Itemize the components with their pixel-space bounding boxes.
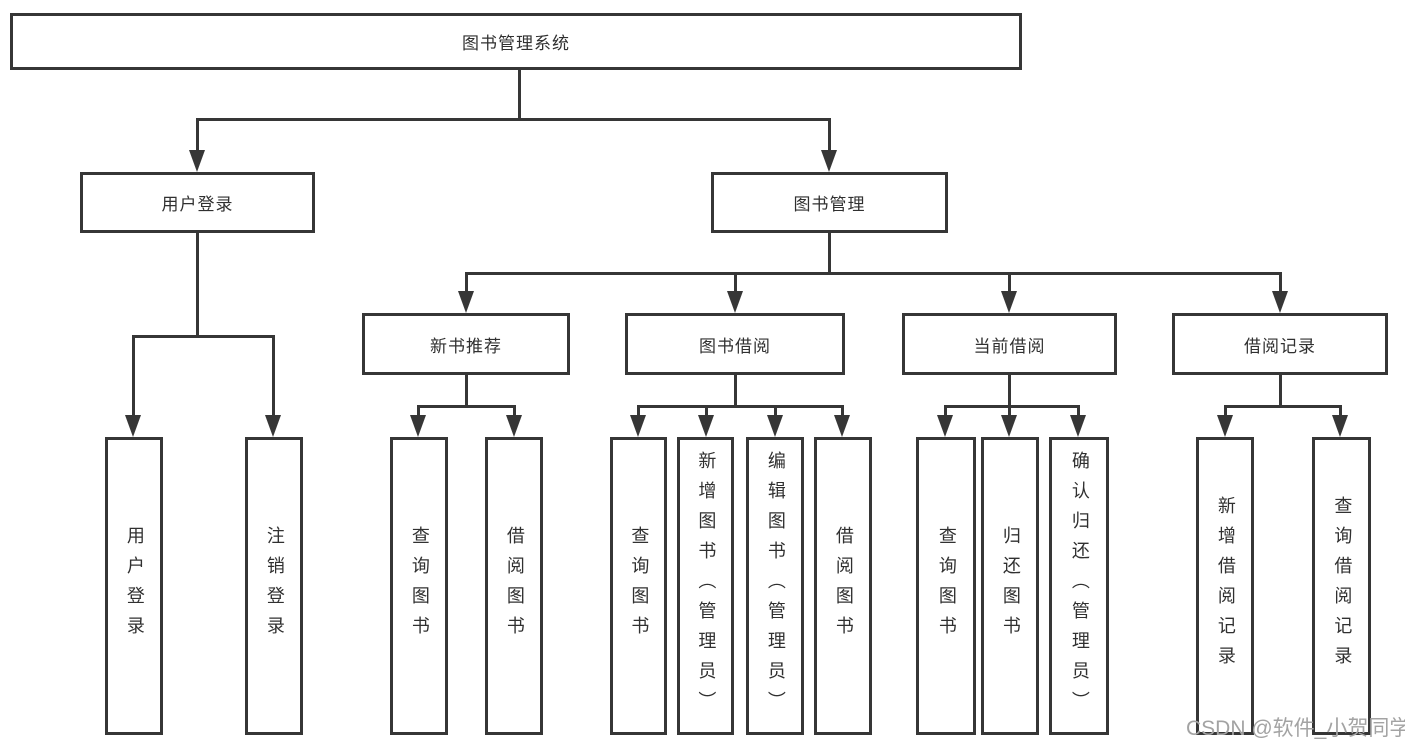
connector-line	[1008, 272, 1011, 294]
leaf-label: 查询借阅记录	[1332, 496, 1353, 676]
connector-line	[705, 405, 708, 417]
leaf-add-borrow-record: 新增借阅记录	[1196, 437, 1254, 735]
arrow-down-icon	[1001, 291, 1017, 313]
connector-line	[1008, 375, 1011, 407]
connector-line	[1279, 272, 1282, 294]
leaf-edit-book-admin: 编辑图书（管理员）	[746, 437, 804, 735]
node-root: 图书管理系统	[10, 13, 1022, 70]
connector-line	[944, 405, 947, 417]
connector-line	[465, 272, 468, 294]
arrow-down-icon	[125, 415, 141, 437]
arrow-down-icon	[1001, 415, 1017, 437]
node-user-login: 用户登录	[80, 172, 315, 233]
connector-line	[944, 405, 1080, 408]
arrow-down-icon	[1217, 415, 1233, 437]
connector-line	[196, 118, 831, 121]
connector-line	[132, 335, 135, 417]
node-label: 图书借阅	[699, 336, 771, 356]
connector-line	[518, 68, 521, 118]
arrow-down-icon	[1070, 415, 1086, 437]
leaf-label: 确认归还（管理员）	[1069, 451, 1090, 721]
arrow-down-icon	[1272, 291, 1288, 313]
connector-line	[734, 272, 737, 294]
leaf-label: 查询图书	[936, 526, 957, 646]
leaf-borrow-books: 借阅图书	[485, 437, 543, 735]
connector-line	[196, 233, 199, 337]
node-book-management: 图书管理	[711, 172, 948, 233]
connector-line	[513, 405, 516, 417]
leaf-query-books: 查询图书	[390, 437, 448, 735]
connector-line	[196, 118, 199, 152]
connector-line	[132, 335, 275, 338]
arrow-down-icon	[821, 150, 837, 172]
leaf-label: 用户登录	[124, 526, 145, 646]
arrow-down-icon	[458, 291, 474, 313]
arrow-down-icon	[189, 150, 205, 172]
connector-line	[637, 405, 844, 408]
connector-line	[1279, 375, 1282, 407]
connector-line	[465, 272, 1282, 275]
connector-line	[828, 118, 831, 152]
leaf-confirm-return-admin: 确认归还（管理员）	[1049, 437, 1109, 735]
leaf-label: 归还图书	[1000, 526, 1021, 646]
node-label: 新书推荐	[430, 336, 502, 356]
arrow-down-icon	[265, 415, 281, 437]
node-label: 借阅记录	[1244, 336, 1316, 356]
node-user-login-label: 用户登录	[161, 195, 234, 214]
node-current-borrowing: 当前借阅	[902, 313, 1117, 375]
node-root-label: 图书管理系统	[462, 34, 570, 53]
leaf-user-login: 用户登录	[105, 437, 163, 735]
node-book-borrowing: 图书借阅	[625, 313, 845, 375]
leaf-label: 借阅图书	[504, 526, 525, 646]
connector-line	[774, 405, 777, 417]
watermark-text: CSDN @软件_小贺同学	[1186, 717, 1405, 740]
leaf-label: 新增图书（管理员）	[696, 451, 717, 721]
arrow-down-icon	[506, 415, 522, 437]
arrow-down-icon	[727, 291, 743, 313]
leaf-label: 借阅图书	[833, 526, 854, 646]
arrow-down-icon	[410, 415, 426, 437]
node-book-management-label: 图书管理	[793, 195, 866, 214]
node-borrowing-records: 借阅记录	[1172, 313, 1388, 375]
connector-line	[1339, 405, 1342, 417]
leaf-logout: 注销登录	[245, 437, 303, 735]
connector-line	[272, 335, 275, 417]
leaf-borrow-books: 借阅图书	[814, 437, 872, 735]
leaf-query-books: 查询图书	[610, 437, 667, 735]
connector-line	[417, 405, 516, 408]
connector-line	[1224, 405, 1342, 408]
node-new-book-recommendation: 新书推荐	[362, 313, 570, 375]
leaf-label: 查询图书	[409, 526, 430, 646]
leaf-label: 新增借阅记录	[1215, 496, 1236, 676]
leaf-label: 编辑图书（管理员）	[765, 451, 786, 721]
arrow-down-icon	[630, 415, 646, 437]
leaf-label: 查询图书	[629, 526, 650, 646]
connector-line	[465, 375, 468, 407]
leaf-query-books: 查询图书	[916, 437, 976, 735]
connector-line	[637, 405, 640, 417]
connector-line	[417, 405, 420, 417]
arrow-down-icon	[834, 415, 850, 437]
leaf-add-book-admin: 新增图书（管理员）	[677, 437, 734, 735]
connector-line	[1224, 405, 1227, 417]
arrow-down-icon	[937, 415, 953, 437]
node-label: 当前借阅	[973, 336, 1046, 356]
connector-line	[1077, 405, 1080, 417]
arrow-down-icon	[767, 415, 783, 437]
connector-line	[1008, 405, 1011, 417]
connector-line	[841, 405, 844, 417]
leaf-label: 注销登录	[264, 526, 285, 646]
arrow-down-icon	[1332, 415, 1348, 437]
leaf-query-borrow-record: 查询借阅记录	[1312, 437, 1371, 735]
arrow-down-icon	[698, 415, 714, 437]
connector-line	[828, 233, 831, 274]
connector-line	[734, 375, 737, 407]
leaf-return-books: 归还图书	[981, 437, 1039, 735]
